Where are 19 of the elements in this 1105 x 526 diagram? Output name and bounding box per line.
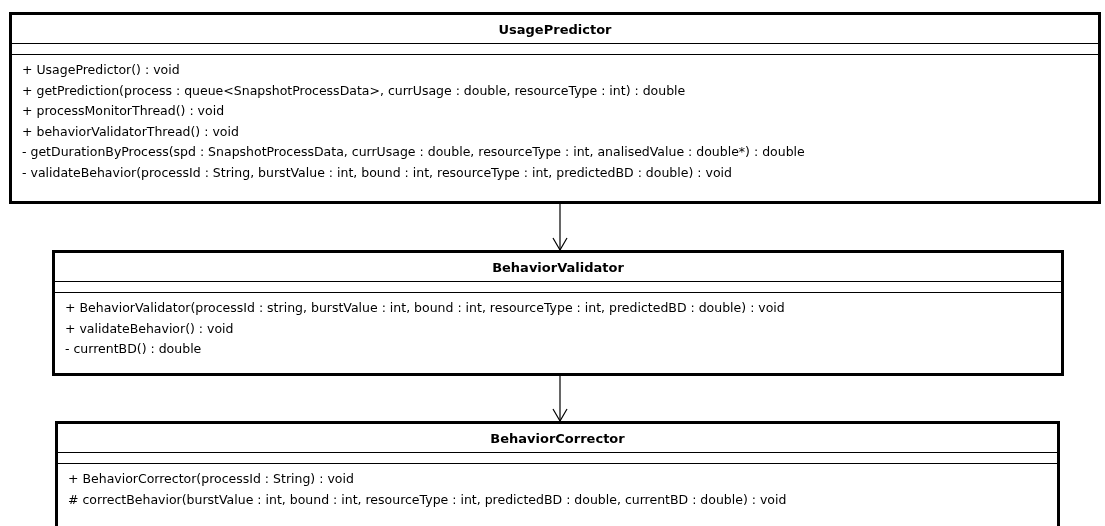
class-name: BehaviorCorrector [490, 430, 625, 446]
method-signature: + validateBehavior() : void [65, 319, 234, 338]
method-signature: - getDurationByProcess(spd : SnapshotProcessData, currUsage : double, resourceType : int, analisedValue : double*) : double [22, 143, 805, 161]
method-signature: # correctBehavior(burstValue : int, bound : int, resourceType : int, predictedBD : double, currentBD : double) : void [68, 490, 787, 509]
class-box [55, 421, 1060, 526]
class-name: BehaviorValidator [492, 259, 624, 275]
arrow [552, 375, 568, 422]
arrow [552, 203, 568, 251]
method-signature: + BehaviorValidator(processId : string, burstValue : int, bound : int, resourceType : int, predictedBD : double) : void [65, 299, 785, 317]
class-box [52, 250, 1064, 376]
method-signature: + BehaviorCorrector(processId : String) : void [68, 470, 354, 488]
method-signature: + processMonitorThread() : void [22, 102, 225, 120]
method-signature: - currentBD() : double [65, 340, 202, 358]
class-name: UsagePredictor [498, 21, 612, 37]
class-box [9, 12, 1101, 204]
method-signature: + behaviorValidatorThread() : void [22, 122, 239, 141]
method-signature: + getPrediction(process : queue<SnapshotProcessData>, currUsage : double, resourceType : int) : double [22, 81, 686, 100]
method-signature: - validateBehavior(processId : String, burstValue : int, bound : int, resourceType : int, predictedBD : double) : void [22, 163, 732, 182]
method-signature: + UsagePredictor() : void [22, 61, 180, 79]
